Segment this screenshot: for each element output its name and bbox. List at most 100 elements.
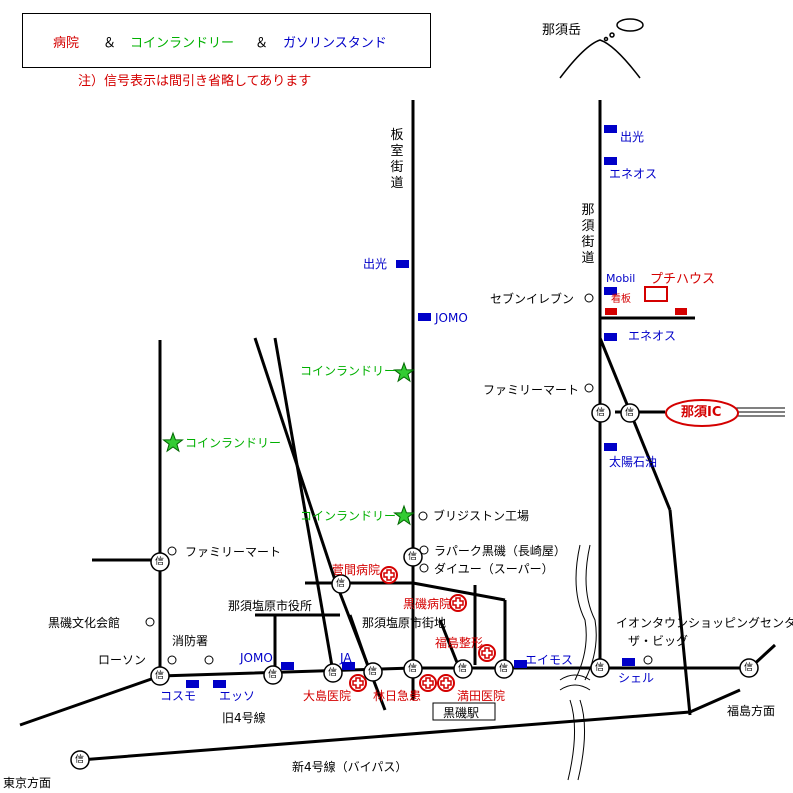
place-dot: [419, 545, 429, 555]
gas-station-icon: [396, 260, 409, 268]
place-kanban: 看板: [611, 294, 631, 305]
signal-label: 信: [744, 663, 754, 673]
signal-label: 信: [408, 664, 418, 674]
east-connector-road: [668, 509, 692, 716]
fukushima-direction-label: 福島方面: [727, 704, 776, 718]
star-icon: [393, 504, 415, 526]
kanban-icon-2: [675, 308, 687, 315]
signal-icon: [591, 403, 611, 423]
gas-station-icon: [342, 662, 355, 670]
gas-label-idemitsu-2: 出光: [363, 257, 388, 271]
mountain-icon: [559, 18, 644, 79]
signal-label: 信: [336, 579, 346, 589]
place-the-big: ザ・ビッグ: [628, 634, 689, 648]
signal-label: 信: [595, 663, 605, 673]
gas-label-ja: JA: [340, 651, 352, 665]
signal-label: 信: [75, 755, 85, 765]
new-route-4-label: 新4号線（バイパス）: [292, 760, 408, 774]
diagonal-road-2: [273, 337, 335, 673]
signal-icon: [331, 574, 351, 594]
signal-icon: [453, 659, 473, 679]
ic-ellipse: [665, 399, 739, 427]
signal-label: 信: [625, 408, 635, 418]
place-dot: [643, 655, 653, 665]
place-lawson: ローソン: [98, 653, 147, 667]
signal-label: 信: [368, 667, 378, 677]
gas-station-icon: [604, 333, 617, 341]
hospital-cross-icon: [380, 566, 398, 584]
hospital-cross-icon: [349, 674, 367, 692]
hospital-cross-icon: [449, 594, 467, 612]
hospital-cross-icon: [478, 644, 496, 662]
laundry-label-2: コインランドリー: [300, 509, 397, 523]
laundry-markers: [162, 361, 415, 526]
gas-label-taiyo: 太陽石油: [609, 455, 658, 469]
signal-icon: [323, 663, 343, 683]
gas-station-icon: [622, 658, 635, 666]
place-fire-station: 消防署: [172, 634, 209, 648]
place-petit-house: プチハウス: [650, 272, 716, 287]
station-box: [432, 702, 496, 721]
signal-label: 信: [596, 408, 606, 418]
signal-icon: [403, 659, 423, 679]
place-dot: [204, 655, 214, 665]
place-familymart-1: ファミリーマート: [483, 383, 580, 397]
gas-station-icon: [186, 680, 199, 688]
new-route-4: [79, 688, 741, 762]
place-dot: [167, 546, 177, 556]
gas-station-icon: [604, 125, 617, 133]
legend-box: 病院 ＆ コインランドリー ＆ ガソリンスタンド: [22, 13, 431, 68]
hospital-cross-icon: [419, 674, 437, 692]
place-city-hall: 那須塩原市役所: [228, 599, 313, 613]
place-dot: [584, 383, 594, 393]
signal-icon: [403, 547, 423, 567]
hospital-label-hayashi: 林日急患: [373, 689, 422, 703]
old-route-4-label: 旧4号線: [222, 711, 266, 725]
hospital-label-mitsuta: 満田医院: [457, 689, 506, 703]
hospital-label-oshima: 大島医院: [303, 689, 352, 703]
place-city-area: 那須塩原市街地: [362, 616, 447, 630]
petit-house-icon: [644, 286, 668, 302]
hospital-cross-icon: [437, 674, 455, 692]
gas-station-icon: [604, 287, 617, 295]
place-seven-eleven: セブンイレブン: [490, 292, 575, 306]
signal-label: 信: [499, 664, 509, 674]
gas-station-icon: [604, 157, 617, 165]
gas-label-cosmo: コスモ: [160, 689, 197, 703]
laundry-label-3: コインランドリー: [185, 436, 282, 450]
signal-icon: [620, 403, 640, 423]
place-aeon: イオンタウンショッピングセンター: [616, 616, 793, 630]
signal-label: 信: [268, 670, 278, 680]
hospital-label-sugama: 菅間病院: [332, 563, 381, 577]
gas-station-icon: [514, 660, 527, 668]
gas-station-markers: [186, 125, 635, 688]
signals: [70, 403, 759, 770]
legend-gas: ガソリンスタンド: [283, 36, 387, 51]
expressway: [735, 407, 785, 417]
mountain-label: 那須岳: [542, 23, 582, 38]
signal-label: 信: [155, 671, 165, 681]
gas-label-aimosu: エイモス: [525, 653, 574, 667]
gas-station-icon: [418, 313, 431, 321]
gas-label-shell: シェル: [618, 671, 655, 685]
place-markers: [145, 293, 653, 665]
signal-icon: [150, 666, 170, 686]
legend-amp-2: ＆: [255, 36, 269, 51]
gas-label-idemitsu-1: 出光: [620, 130, 645, 144]
signal-icon: [263, 665, 283, 685]
gas-label-esso: エッソ: [219, 689, 256, 703]
kanban-icon: [605, 308, 617, 315]
gas-station-icon: [604, 443, 617, 451]
river: [559, 544, 597, 781]
nasu-road-label: 那須街道: [581, 203, 595, 266]
place-bridgestone: ブリジストン工場: [433, 509, 530, 523]
signal-label: 信: [155, 557, 165, 567]
laundry-label-1: コインランドリー: [300, 364, 397, 378]
legend-laundry: コインランドリー: [130, 36, 235, 51]
ic-label: 那須IC: [681, 405, 722, 420]
street-g: [348, 614, 372, 673]
signal-icon: [70, 750, 90, 770]
hospital-markers: [349, 566, 496, 692]
star-icon: [393, 361, 415, 383]
